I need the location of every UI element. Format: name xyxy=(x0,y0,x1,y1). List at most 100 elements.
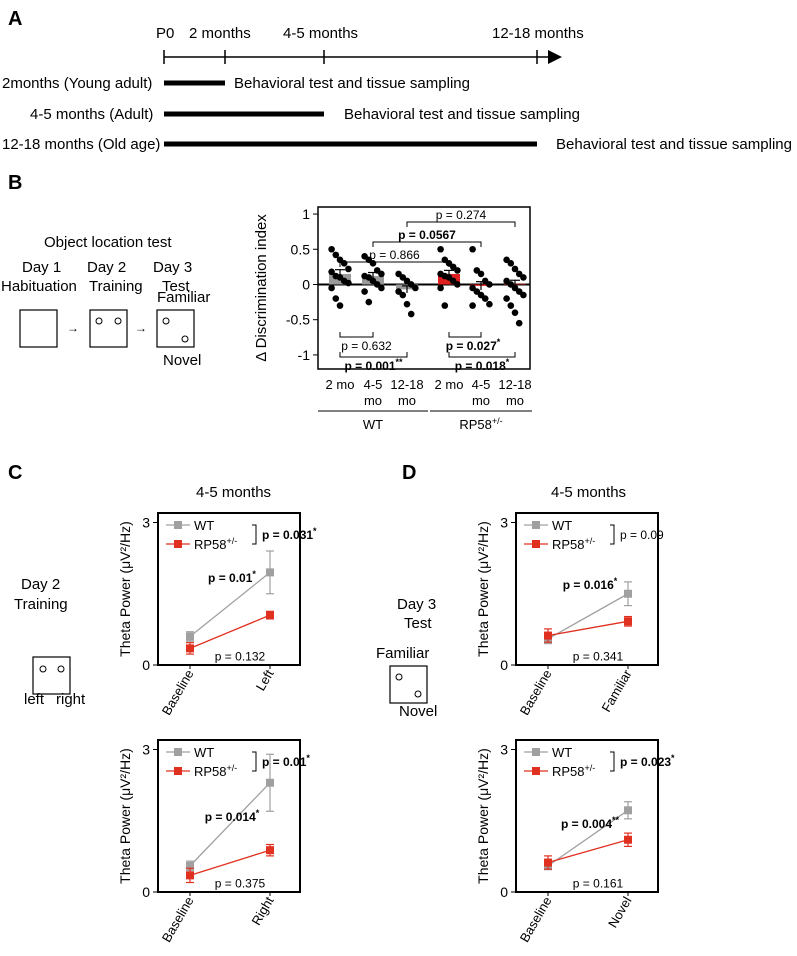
x-tick-label: 12-18 xyxy=(498,377,531,392)
p-value-label: p = 0.004** xyxy=(561,815,620,831)
training-schematic: Day 2 Training xyxy=(14,576,71,695)
object-icon xyxy=(57,665,65,673)
legend-label: WT xyxy=(552,518,572,533)
data-marker xyxy=(266,568,274,577)
p-value-label: p = 0.866 xyxy=(369,248,420,262)
x-tick-label: 12-18 xyxy=(390,377,423,392)
legend-label: WT xyxy=(194,518,214,533)
phase-label: Habituation xyxy=(1,278,77,295)
significance-star: * xyxy=(252,569,256,579)
data-point xyxy=(378,284,385,292)
data-point xyxy=(469,302,476,309)
x-tick-label: Baseline xyxy=(517,667,555,715)
object-location-schematic: Object location test Day 1 Habituation D… xyxy=(1,234,210,369)
data-point xyxy=(441,302,449,309)
legend-marker xyxy=(174,767,182,775)
day-label: Day 3 xyxy=(397,596,436,613)
legend-bracket xyxy=(610,524,615,545)
object-icon xyxy=(162,317,170,325)
y-tick-label: 0 xyxy=(142,884,150,900)
x-tick-label: Baseline xyxy=(159,894,197,945)
p-value-label: p = 0.274 xyxy=(436,208,487,222)
p-value-label: p = 0.014* xyxy=(205,808,260,824)
p-value-label: p = 0.632 xyxy=(341,339,392,353)
comparison-bracket xyxy=(406,221,516,227)
data-point xyxy=(520,291,527,299)
genotype-superscript: +/- xyxy=(492,416,503,426)
data-point xyxy=(328,268,335,276)
significance-star: * xyxy=(313,526,317,536)
genotype-superscript: +/- xyxy=(227,536,238,546)
y-tick-label: 3 xyxy=(500,742,508,758)
object-icon xyxy=(95,317,103,325)
data-point xyxy=(511,265,519,273)
day-label: Day 2 xyxy=(87,259,126,276)
y-tick-label: 3 xyxy=(142,742,150,758)
legend-marker xyxy=(174,540,182,548)
timepoint-label: 2 months xyxy=(189,25,251,42)
y-tick-label: 0 xyxy=(302,276,310,292)
timepoint-label: 12-18 months xyxy=(492,25,584,42)
x-tick-label: Baseline xyxy=(517,894,555,945)
series-line xyxy=(547,839,629,864)
data-point xyxy=(454,281,461,288)
series-line xyxy=(547,809,629,867)
p-value-label: p = 0.031* xyxy=(262,526,317,542)
comparison-bracket xyxy=(448,352,516,358)
data-marker xyxy=(266,846,274,855)
data-marker xyxy=(624,617,632,626)
x-tick-label: Right xyxy=(248,894,276,928)
legend-label: RP58+/- xyxy=(194,763,237,779)
y-tick-label: 1 xyxy=(302,206,310,222)
phase-label: Test xyxy=(162,278,190,295)
familiar-label: Familiar xyxy=(157,289,210,306)
y-tick-label: 3 xyxy=(500,515,508,531)
p-value-label: p = 0.341 xyxy=(573,649,624,663)
series-line xyxy=(189,782,271,867)
arrow-icon: → xyxy=(67,321,79,335)
timepoint-label: P0 xyxy=(156,25,174,42)
series-line xyxy=(189,571,271,638)
x-tick-label: mo xyxy=(506,393,524,408)
significance-star: ** xyxy=(612,815,620,825)
series-line xyxy=(547,593,629,640)
schematic-title: Object location test xyxy=(44,234,172,251)
group-label: RP58+/- xyxy=(459,416,502,432)
data-point xyxy=(328,284,335,292)
x-tick-label: 2 mo xyxy=(435,377,464,392)
x-tick-label: 4-5 xyxy=(364,377,383,392)
novel-label: Novel xyxy=(399,703,437,720)
data-point xyxy=(511,309,519,316)
data-point xyxy=(328,245,335,253)
data-marker xyxy=(186,871,194,880)
data-marker xyxy=(186,861,194,870)
significance-star: * xyxy=(506,357,510,367)
data-marker xyxy=(624,589,632,598)
x-tick-label: mo xyxy=(398,393,416,408)
comparison-bracket xyxy=(339,261,450,267)
p-value-label: p = 0.0567 xyxy=(398,228,456,242)
data-point xyxy=(481,295,489,302)
arena-test xyxy=(389,665,428,704)
legend-marker xyxy=(532,521,540,529)
data-point xyxy=(515,319,523,327)
legend-bracket xyxy=(252,524,257,545)
object-icon xyxy=(181,335,189,343)
data-marker xyxy=(266,778,274,787)
y-axis-label: Theta Power (μV²/Hz) xyxy=(117,521,133,657)
p-value-label: p = 0.018* xyxy=(455,357,510,373)
data-point xyxy=(407,310,415,318)
data-point xyxy=(520,274,527,281)
object-icon xyxy=(395,673,403,681)
data-point xyxy=(454,267,461,274)
p-value-label: p = 0.001** xyxy=(344,357,403,373)
legend-bracket xyxy=(252,751,257,772)
y-axis-label: Δ Discrimination index xyxy=(253,214,270,362)
panel-b-letter: B xyxy=(8,172,23,194)
data-marker xyxy=(544,858,552,867)
p-value-label: p = 0.132 xyxy=(215,649,266,663)
data-point xyxy=(340,260,348,267)
comparison-bracket xyxy=(448,332,482,338)
